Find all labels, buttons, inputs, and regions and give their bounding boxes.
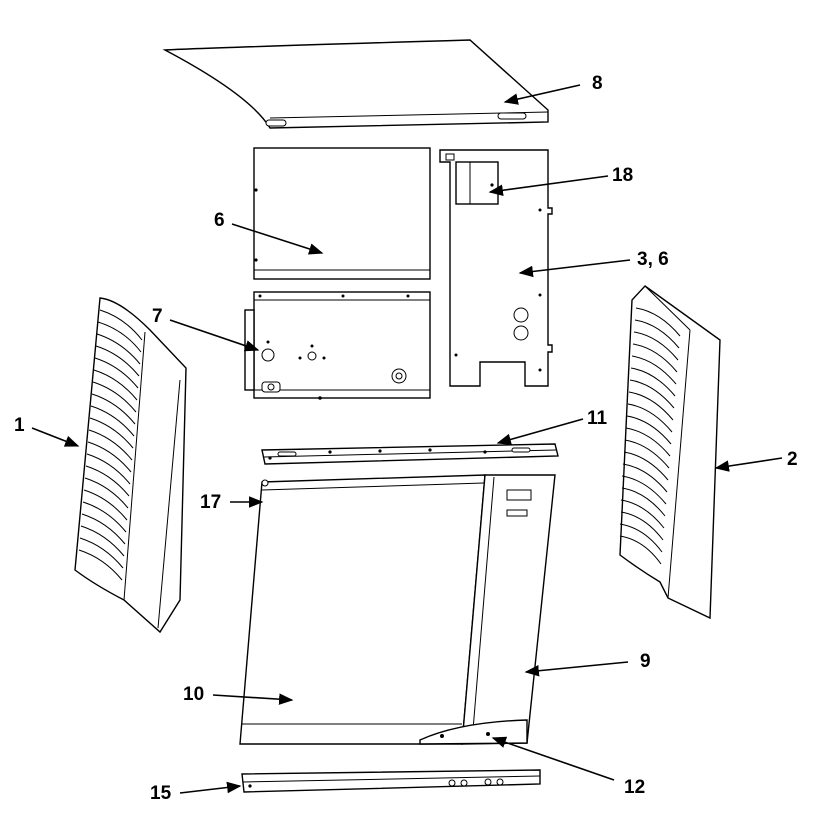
callout-15: 15 <box>150 783 172 804</box>
leader-2 <box>714 457 783 472</box>
leader-3-6 <box>518 259 631 278</box>
leader-lines <box>31 84 783 794</box>
left-louvers <box>78 309 143 581</box>
callout-9: 9 <box>640 651 651 672</box>
leader-1 <box>31 427 80 447</box>
callout-11: 11 <box>587 408 608 429</box>
bottom-rail <box>241 769 541 793</box>
control-box-panel <box>244 291 431 400</box>
callout-10: 10 <box>183 684 204 705</box>
leader-8 <box>503 84 581 105</box>
right-louvers <box>619 307 681 565</box>
callout-12: 12 <box>624 777 645 798</box>
left-side-panel <box>74 297 187 634</box>
back-panel <box>439 149 553 387</box>
leader-9 <box>524 661 629 677</box>
callout-labels: 8 6 7 18 3, 6 1 2 11 17 9 10 12 15 <box>14 73 798 804</box>
callout-7: 7 <box>152 306 163 327</box>
callout-17: 17 <box>200 492 221 513</box>
callout-2: 2 <box>787 449 798 470</box>
leader-18 <box>488 175 609 196</box>
front-top-rail <box>261 443 559 465</box>
callout-6: 6 <box>214 210 225 231</box>
top-panel <box>162 39 549 129</box>
leader-12 <box>491 736 615 781</box>
leader-15 <box>179 781 242 794</box>
callout-8: 8 <box>592 73 603 94</box>
callout-1: 1 <box>14 415 25 436</box>
right-side-panel <box>619 285 721 620</box>
leader-6 <box>231 223 324 255</box>
leader-11 <box>496 418 584 446</box>
callout-18: 18 <box>612 165 633 186</box>
left-inner-panel <box>253 147 431 280</box>
callout-3-6: 3, 6 <box>637 249 669 270</box>
front-door-panel <box>239 474 486 745</box>
leader-7 <box>169 319 260 352</box>
leader-10 <box>212 693 294 705</box>
